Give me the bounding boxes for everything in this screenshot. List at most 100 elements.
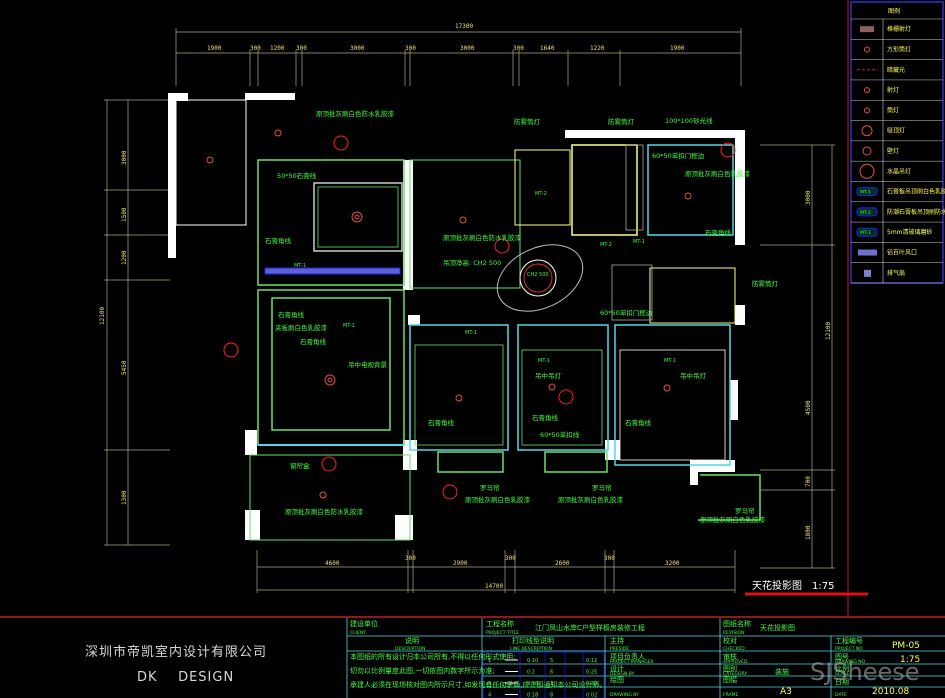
- dim-label: 300: [250, 45, 261, 52]
- dim-label: 300: [513, 45, 524, 52]
- date-label-en: DATE: [835, 692, 847, 698]
- light-fixtures: [206, 129, 692, 499]
- dim-label: 2900: [453, 560, 468, 567]
- annotation: 原顶批灰刷白色防水乳胶漆: [443, 233, 522, 242]
- mt2-tag-icon: MT-2: [856, 207, 878, 217]
- legend-item: 方形筒灯: [851, 45, 943, 60]
- dim-label: 300: [604, 555, 615, 562]
- annotation: 50*50石膏线: [277, 171, 317, 180]
- dim-label: 300: [405, 45, 416, 52]
- annotation: 吊中吊灯: [680, 371, 707, 380]
- rooms: [175, 99, 761, 541]
- legend-item: MT-1 5mm清玻璃磨砂: [851, 227, 943, 243]
- presider-label: 主持: [610, 636, 624, 645]
- drawing-no-label: 图号: [835, 653, 849, 661]
- annotation: 防雾筒灯: [608, 117, 635, 126]
- downlight-icon: [864, 107, 870, 114]
- legend-label: 方形筒灯: [887, 45, 911, 53]
- line-table-cell: 0.02: [586, 693, 597, 698]
- drawn-label-en: DRAWING BY: [610, 692, 639, 698]
- annotation: 石膏角线: [625, 418, 652, 427]
- legend-label: 石膏板吊顶刷白色乳胶漆: [887, 188, 945, 196]
- legend-item: 排气扇: [851, 269, 943, 284]
- right-dimensions: [760, 144, 835, 569]
- legend-item: 筒灯: [851, 106, 943, 121]
- annotation: 夹板刷白色乳胶漆: [275, 323, 328, 332]
- project-no-value: PM-05: [892, 641, 920, 651]
- annotation: 石膏角线: [532, 413, 559, 422]
- client-label-en: CLIENT: [350, 630, 366, 636]
- drawn-label: 绘图: [610, 675, 624, 684]
- dim-label: 4500: [805, 400, 812, 415]
- line-table: [482, 651, 605, 698]
- annotation: 60*50单扣门框边: [652, 151, 705, 160]
- title-block: [346, 618, 945, 698]
- left-dimensions: [104, 99, 170, 546]
- scale-label-en: SCALE: [835, 671, 850, 677]
- line-table-cell: 7: [550, 681, 553, 687]
- legend-item: 水晶吊灯: [851, 163, 943, 182]
- dim-label: 1900: [207, 45, 222, 52]
- annotation: 原顶批灰刷白色乳胶漆: [700, 515, 766, 524]
- drawing-name-label-en: REVISION: [723, 630, 744, 636]
- drawing-no-value: 1:75: [900, 655, 920, 665]
- plan-scale: 1:75: [812, 581, 834, 592]
- material-tag: MT-1: [294, 263, 306, 269]
- project-title-label: 工程名称: [486, 619, 514, 628]
- legend-tag: MT-1: [860, 190, 871, 196]
- category-label: 图别: [723, 664, 737, 673]
- legend: 图例: [850, 1, 944, 284]
- bedroom-2: [517, 324, 609, 451]
- annotation: 原顶批灰刷白色乳胶漆: [465, 495, 531, 504]
- category-label-en: CATEGORY: [723, 671, 747, 677]
- annotation: 石膏角线: [265, 236, 292, 245]
- material-tag: MT-1: [633, 239, 645, 245]
- plan-title: 天花投影图: [752, 579, 802, 592]
- material-tag: MT-1: [538, 358, 550, 364]
- watermark: SJSheese: [810, 658, 920, 686]
- dim-right-total: 12100: [825, 322, 832, 340]
- legend-label: 吸顶灯: [887, 127, 905, 135]
- annotation: 原顶批灰刷白色乳胶漆: [558, 495, 624, 504]
- dim-label: 1800: [805, 525, 812, 540]
- project-title-label-en: PROJECT TITLE: [486, 630, 519, 636]
- annotation: 原顶批灰刷白色防水乳胶漆: [316, 109, 395, 118]
- legend-item: 暗藏光: [851, 66, 943, 81]
- annotation: 石膏角线: [705, 228, 732, 237]
- dim-label: 4600: [325, 560, 340, 567]
- line-table-cell: 0.25: [586, 670, 597, 676]
- legend-label: 暗藏光: [887, 66, 905, 74]
- frame-value: A3: [780, 687, 792, 697]
- line-table-cell: 2: [488, 670, 491, 676]
- balcony-ceiling: [249, 454, 411, 541]
- ceiling-height-tag: CH2 500: [527, 272, 549, 278]
- line-table-cell: 1: [488, 658, 491, 664]
- line-table-cell: 0.2: [527, 670, 535, 676]
- dim-label: 700: [805, 476, 812, 487]
- annotation: 防雾筒灯: [514, 117, 541, 126]
- annotation: 吊顶净高: CH2 500: [443, 258, 501, 267]
- legend-label: 铝百叶风口: [887, 249, 917, 257]
- title-block-text: 建设单位 CLIENT 工程名称 PROJECT TITLE 江门凤山水岸C户型…: [350, 619, 920, 698]
- annotation: 吊中电视背景: [348, 360, 388, 369]
- line-table-cell: 0.18: [527, 681, 538, 687]
- bedroom-ne: [647, 144, 734, 236]
- legend-tag: MT-1: [860, 230, 871, 236]
- dim-label: 3000: [350, 45, 365, 52]
- dim-label: 1200: [270, 45, 285, 52]
- top-dimensions: [175, 28, 742, 86]
- annotation: 60*50单扣门框边: [600, 308, 653, 317]
- legend-label: 射灯: [887, 86, 899, 94]
- grille-spotlight-icon: [860, 26, 874, 33]
- material-tag: MT-2: [600, 242, 612, 248]
- legend-item: MT-2防潮石膏板吊顶刷防水乳胶漆: [851, 207, 945, 223]
- legend-label: 5mm清玻璃磨砂: [887, 228, 933, 236]
- annotation: 原顶批灰刷白色乳胶漆: [685, 169, 751, 178]
- section-markers: [223, 135, 736, 500]
- annotations: 原顶批灰刷白色防水乳胶漆 防雾筒灯 防雾筒灯 100*100砂光线 50*50石…: [265, 109, 779, 524]
- mt1-tag-icon: MT-1: [856, 187, 878, 197]
- line-table-cell: 0.18: [527, 693, 538, 698]
